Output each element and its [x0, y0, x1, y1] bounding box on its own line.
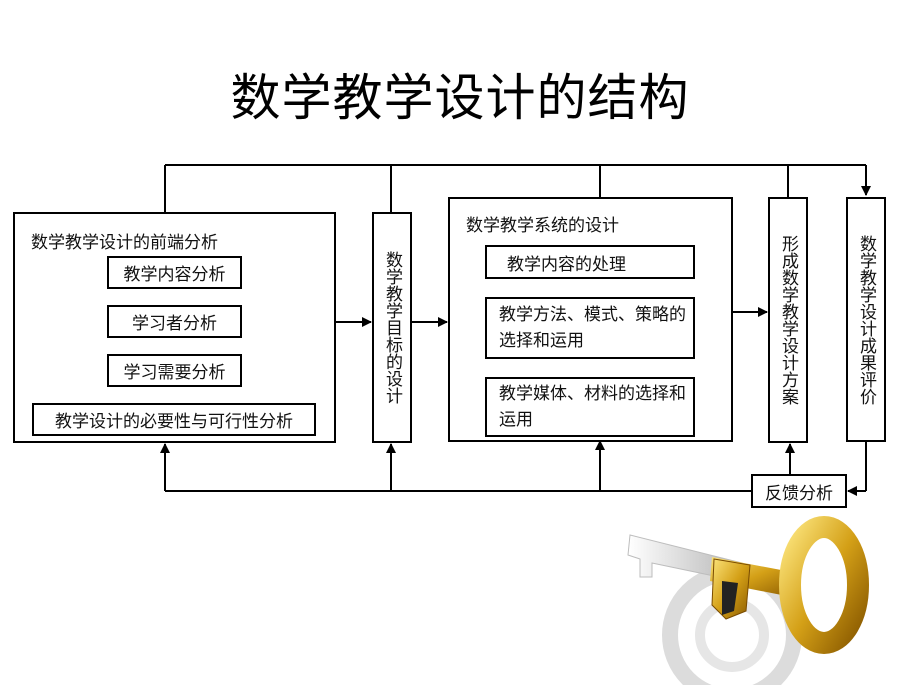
system-item-media: 教学媒体、材料的选择和运用	[485, 377, 695, 437]
system-item-methods: 教学方法、模式、策略的选择和运用	[485, 297, 695, 359]
feedback-box: 反馈分析	[751, 474, 847, 508]
goal-design-box: 数学教学目标的设计	[372, 212, 412, 443]
front-end-item-content-analysis: 教学内容分析	[107, 256, 242, 289]
page-title: 数学教学设计的结构	[230, 69, 690, 127]
front-end-item-learner-analysis: 学习者分析	[107, 305, 242, 338]
front-end-item-needs-analysis: 学习需要分析	[107, 354, 242, 387]
plan-box: 形成数学教学设计方案	[768, 197, 808, 443]
key-icon	[627, 516, 869, 685]
system-item-content-processing: 教学内容的处理	[485, 245, 695, 279]
system-heading: 数学教学系统的设计	[466, 216, 619, 236]
front-end-heading: 数学教学设计的前端分析	[31, 233, 218, 253]
front-end-feasibility-analysis: 教学设计的必要性与可行性分析	[32, 403, 316, 436]
evaluation-box: 数学教学设计成果评价	[846, 197, 886, 442]
